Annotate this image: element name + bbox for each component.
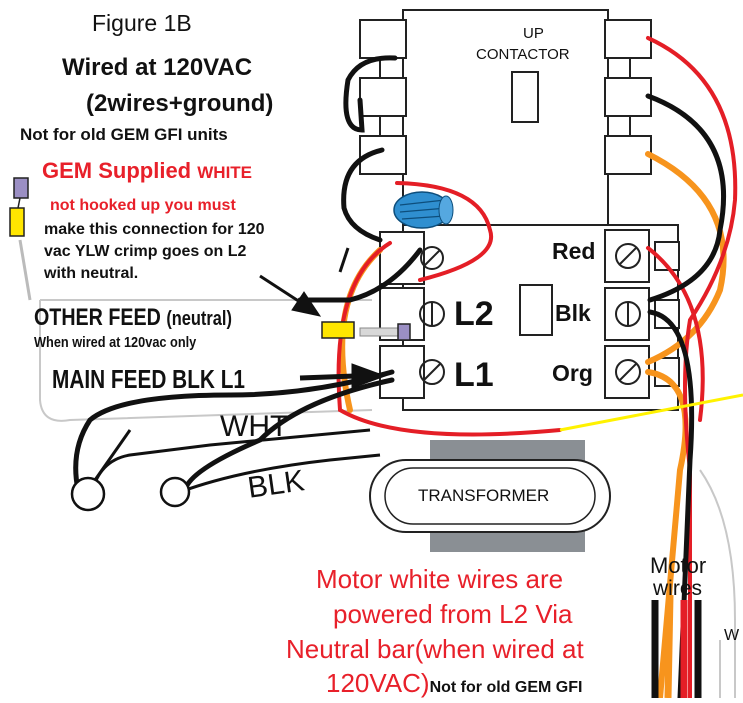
terminal-block <box>379 224 680 411</box>
note-120vac: 120VAC) <box>326 668 430 698</box>
arrow-l2-icon <box>259 274 322 317</box>
instruction-line-2: vac YLW crimp goes on L2 <box>44 243 247 260</box>
note-line-1: Motor white wires are <box>316 564 564 594</box>
neutral-crimp-icon <box>321 321 411 341</box>
terminal-l2-label: L2 <box>454 295 494 333</box>
motor-wires-label: wires <box>653 577 703 600</box>
note-not-for-old: Not for old GEM GFI <box>429 679 583 696</box>
terminal-l1-label: L1 <box>454 356 494 394</box>
note-line-4: 120VAC)Not for old GEM GFI <box>326 670 582 696</box>
red-wires <box>336 36 738 700</box>
left-ground-wire <box>18 239 32 301</box>
transformer <box>369 440 611 552</box>
motor-wire-bundle <box>651 594 702 699</box>
yellow-wire <box>559 393 743 432</box>
terminal-blk-label: Blk <box>555 300 591 326</box>
supplied-red: GEM Supplied WHITE <box>42 160 252 182</box>
contactor-label-up: UP <box>523 25 544 42</box>
other-feed-text: OTHER FEED <box>34 304 161 331</box>
instruction-line-3: with neutral. <box>44 265 139 282</box>
instruction-line-1: make this connection for 120 <box>44 221 265 238</box>
motor-w-label: W <box>724 627 740 644</box>
blk-label: BLK <box>245 464 307 505</box>
contactor-window <box>511 71 539 123</box>
note-line-2: powered from L2 Via <box>333 599 573 629</box>
main-feed-label: MAIN FEED BLK L1 <box>52 364 245 394</box>
wht-label: WHT <box>220 410 289 443</box>
not-hooked-text: not hooked up you must <box>50 197 236 214</box>
arrow-instruction-icon <box>338 247 350 273</box>
other-feed-label: OTHER FEED (neutral) <box>34 306 232 330</box>
terminal-red-label: Red <box>552 238 596 264</box>
up-contactor <box>359 9 652 226</box>
supplied-white: WHITE <box>197 163 253 182</box>
contactor-label-contactor: CONTACTOR <box>476 46 570 63</box>
black-wires <box>73 55 726 701</box>
top-crimp-icon <box>9 177 29 237</box>
blk-terminal-icon <box>159 476 191 508</box>
terminal-org-label: Org <box>552 360 593 386</box>
arrow-l1-icon <box>299 363 387 389</box>
wire-nut-icon <box>393 191 454 229</box>
headline-wires: (2wires+ground) <box>86 90 274 117</box>
wht-terminal-icon <box>70 476 106 512</box>
figure-title: Figure 1B <box>92 10 192 36</box>
neutral-text: (neutral) <box>166 308 232 330</box>
when-wired-text: When wired at 120vac only <box>34 334 197 351</box>
note-line-3: Neutral bar(when wired at <box>286 634 584 664</box>
headline-wired: Wired at 120VAC <box>62 54 253 81</box>
supplied-label: GEM Supplied <box>42 158 192 183</box>
transformer-label: TRANSFORMER <box>418 486 550 505</box>
motor-label: Motor <box>650 553 707 578</box>
warning-old-gfi: Not for old GEM GFI units <box>20 125 228 144</box>
